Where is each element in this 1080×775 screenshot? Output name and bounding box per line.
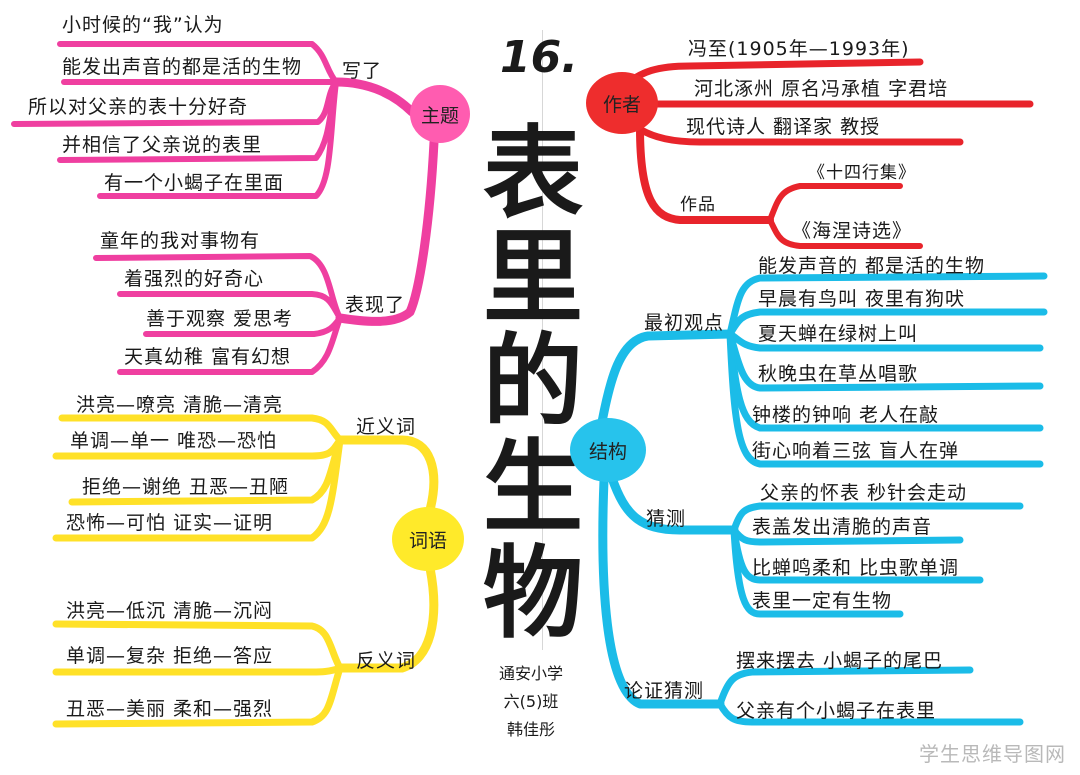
words-main-branch: [335, 563, 439, 673]
structure-leaf-line: [730, 526, 904, 618]
words-synonym: 恐怖—可怕 证实—证明: [66, 512, 274, 534]
theme-wrote-item: 小时候的“我”认为: [62, 14, 224, 36]
words-synonym: 洪亮—嘹亮 清脆—清亮: [76, 394, 284, 416]
words-antonym: 单调—复杂 拒绝—答应: [66, 645, 274, 667]
theme-wrote-item: 有一个小蝎子在里面: [104, 172, 285, 194]
words-antonym: 丑恶—美丽 柔和—强烈: [66, 698, 274, 720]
author-leaf-line: [767, 183, 903, 223]
structure-leaf-line: [726, 330, 1044, 468]
signature-class: 六(5)班: [503, 692, 559, 711]
words-leaf-line: [52, 620, 344, 672]
author-item: 河北涿州 原名冯承植 字君培: [694, 78, 949, 100]
theme-wrote-item: 所以对父亲的表十分好奇: [28, 96, 249, 118]
structure-main-branch: [597, 329, 735, 427]
words-leaf-line: [58, 414, 344, 444]
theme-main-branch: [331, 77, 417, 117]
structure-initial-item: 街心响着三弦 盲人在弹: [752, 440, 960, 462]
words-synonym: 拒绝—谢绝 丑恶—丑陋: [82, 476, 290, 498]
watermark: 学生思维导图网: [919, 742, 1066, 766]
words-antonym: 洪亮—低沉 清脆—沉闷: [66, 600, 274, 622]
structure-initial-item: 夏天蝉在绿树上叫: [758, 323, 919, 345]
theme-show-label: 表现了: [345, 294, 406, 316]
structure-guess-item: 父亲的怀表 秒针会走动: [760, 482, 968, 504]
author-work: 《十四行集》: [808, 163, 916, 183]
theme-wrote-item: 能发出声音的都是活的生物: [62, 56, 303, 78]
theme-show-item: 着强烈的好奇心: [124, 268, 265, 290]
structure-guess-item: 表里一定有生物: [752, 590, 893, 612]
structure-initial-label: 最初观点: [644, 312, 725, 334]
words-main-branch: [335, 435, 439, 515]
words-syn-label: 近义词: [356, 416, 417, 438]
title-char-3: 的: [483, 322, 583, 440]
words-synonym: 单调—单一 唯恐—恐怕: [70, 430, 278, 452]
theme-wrote-label: 写了: [342, 60, 383, 82]
structure-initial-item: 早晨有鸟叫 夜里有狗吠: [758, 288, 966, 310]
node-author: 作者: [586, 72, 658, 134]
structure-proof-item: 摆来摆去 小蝎子的尾巴: [736, 650, 944, 672]
structure-initial-item: 能发声音的 都是活的生物: [758, 255, 986, 277]
theme-show-item: 天真幼稚 富有幻想: [124, 346, 292, 368]
structure-leaf-line: [716, 666, 974, 708]
author-item: 冯至(1905年—1993年): [688, 38, 910, 60]
node-structure: 结构: [570, 418, 646, 482]
structure-proof-label: 论证猜测: [624, 680, 705, 702]
title-char-1: 表: [483, 114, 583, 232]
theme-leaf-line: [57, 41, 339, 85]
theme-show-item: 童年的我对事物有: [100, 230, 261, 252]
theme-leaf-line: [117, 315, 343, 375]
author-work: 《海涅诗选》: [792, 220, 913, 242]
theme-wrote-item: 并相信了父亲说的表里: [62, 134, 263, 156]
structure-main-branch: [598, 475, 725, 709]
title-char-2: 里: [483, 218, 583, 336]
signature-school: 通安小学: [498, 664, 563, 683]
author-item: 现代诗人 翻译家 教授: [686, 116, 881, 138]
theme-main-branch: [335, 137, 439, 326]
words-leaf-line: [52, 664, 344, 728]
center-fold-line: [542, 30, 543, 650]
author-works-label: 作品: [680, 195, 716, 215]
words-leaf-line: [52, 664, 344, 676]
lesson-number: 16.: [500, 32, 578, 83]
signature-name: 韩佳彤: [506, 720, 555, 739]
theme-show-item: 善于观察 爱思考: [146, 308, 294, 330]
structure-main-branch: [607, 473, 739, 535]
structure-leaf-line: [726, 308, 1048, 338]
structure-leaf-line: [730, 502, 1024, 534]
words-leaf-line: [52, 436, 344, 542]
structure-initial-item: 秋晚虫在草丛唱歌: [758, 363, 919, 385]
structure-proof-item: 父亲有个小蝎子在表里: [736, 700, 937, 722]
structure-guess-item: 比蝉鸣柔和 比虫歌单调: [752, 557, 960, 579]
structure-guess-label: 猜测: [646, 508, 687, 530]
structure-leaf-line: [716, 700, 1024, 726]
node-words: 词语: [392, 507, 464, 571]
title-char-4: 生: [483, 428, 583, 546]
author-main-branch: [636, 124, 774, 224]
structure-leaf-line: [726, 272, 1048, 338]
structure-guess-item: 表盖发出清脆的声音: [752, 516, 933, 538]
author-leaf-line: [767, 217, 923, 249]
node-theme: 主题: [410, 85, 470, 143]
words-ant-label: 反义词: [356, 650, 417, 672]
title-char-5: 物: [483, 534, 583, 652]
theme-leaf-line: [117, 291, 343, 321]
theme-leaf-line: [97, 79, 339, 199]
structure-initial-item: 钟楼的钟响 老人在敲: [752, 404, 940, 426]
